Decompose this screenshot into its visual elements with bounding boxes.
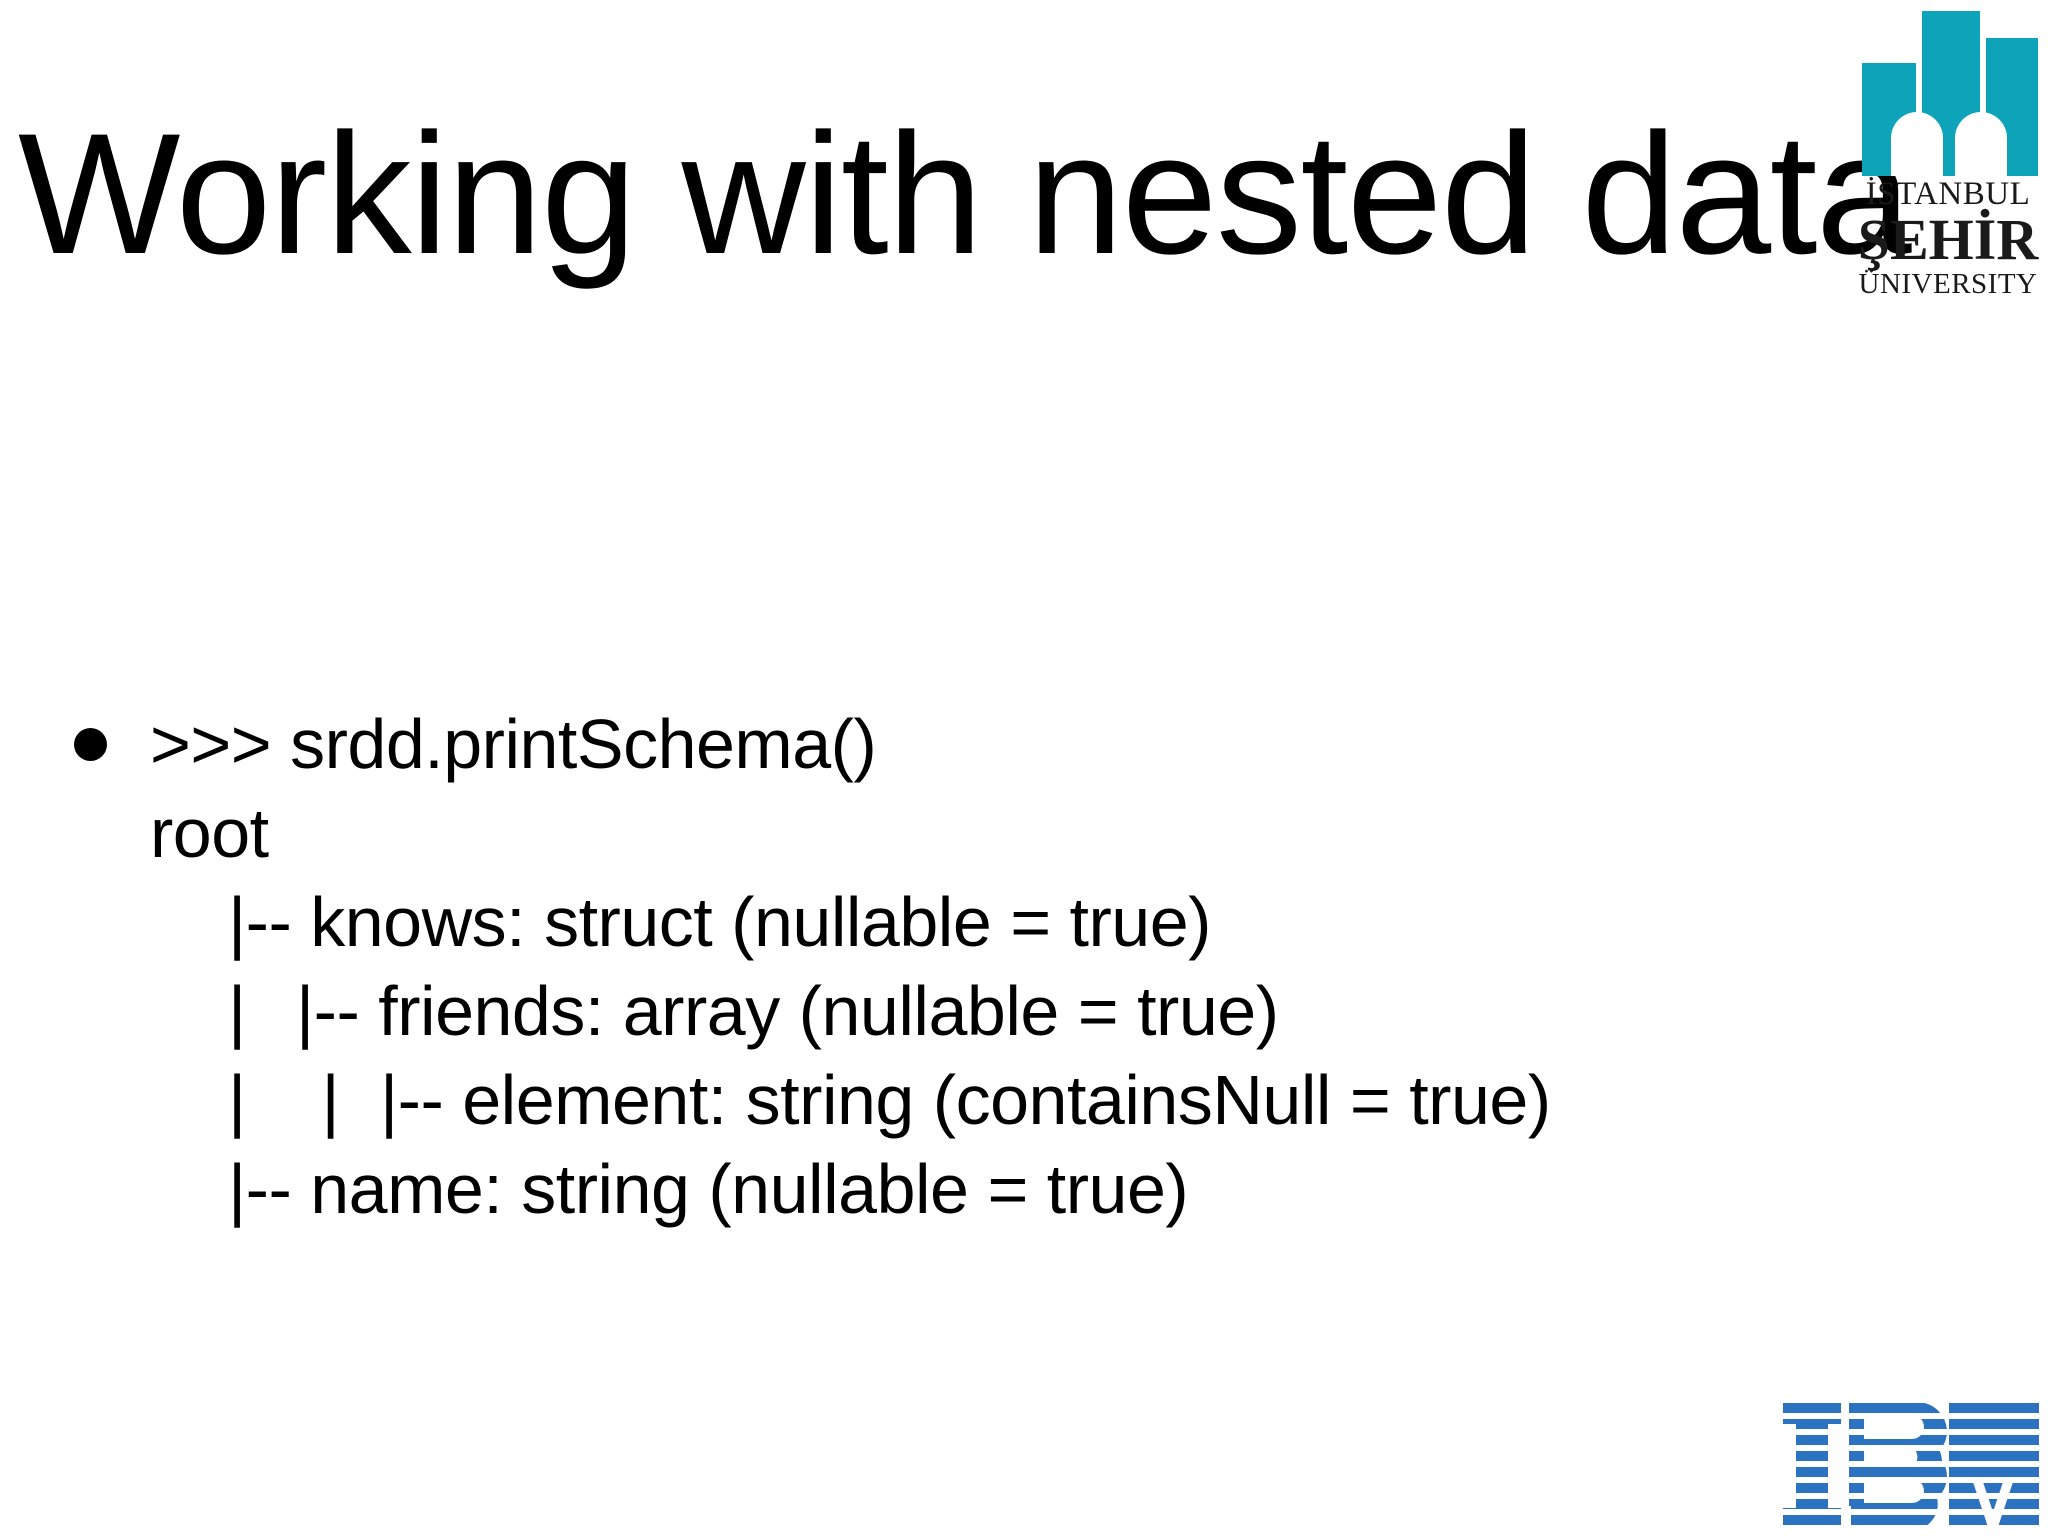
- ibm-logo: [1783, 1403, 2039, 1525]
- code-line-text: |-- knows: struct (nullable = true): [228, 883, 1211, 961]
- code-line-text: |-- element: string (containsNull = true…: [380, 1061, 1551, 1139]
- sehir-wordmark-line-1: İSTANBUL: [1865, 176, 2031, 212]
- code-line-text: |-- friends: array (nullable = true): [296, 972, 1279, 1050]
- list-item: |-- knows: struct (nullable = true): [0, 878, 1900, 967]
- list-item: root: [0, 789, 1900, 878]
- istanbul-sehir-university-logo: İSTANBUL ŞEHİR ÜNIVERSITY: [1848, 8, 2048, 300]
- code-line-text: >>> srdd.printSchema(): [150, 705, 877, 783]
- code-line-text: root: [150, 794, 269, 872]
- list-item: >>> srdd.printSchema(): [0, 700, 1900, 789]
- code-line-text: |-- name: string (nullable = true): [228, 1150, 1189, 1228]
- sehir-wordmark: İSTANBUL ŞEHİR ÜNIVERSITY: [1848, 176, 2048, 300]
- list-item: | |-- friends: array (nullable = true): [0, 967, 1900, 1056]
- schema-output-block: >>> srdd.printSchema() root |-- knows: s…: [0, 700, 1900, 1234]
- tree-pipe-prefix: |: [228, 972, 246, 1050]
- tree-pipe-prefix: | |: [228, 1061, 340, 1139]
- sehir-skyline-icon: [1862, 11, 2038, 176]
- sehir-wordmark-line-2: ŞEHİR: [1857, 207, 2039, 272]
- sehir-wordmark-line-3: ÜNIVERSITY: [1858, 268, 2038, 300]
- list-item: |-- name: string (nullable = true): [0, 1145, 1900, 1234]
- list-item: | | |-- element: string (containsNull = …: [0, 1056, 1900, 1145]
- page-title: Working with nested data: [18, 98, 1912, 290]
- bullet-icon: [74, 728, 107, 761]
